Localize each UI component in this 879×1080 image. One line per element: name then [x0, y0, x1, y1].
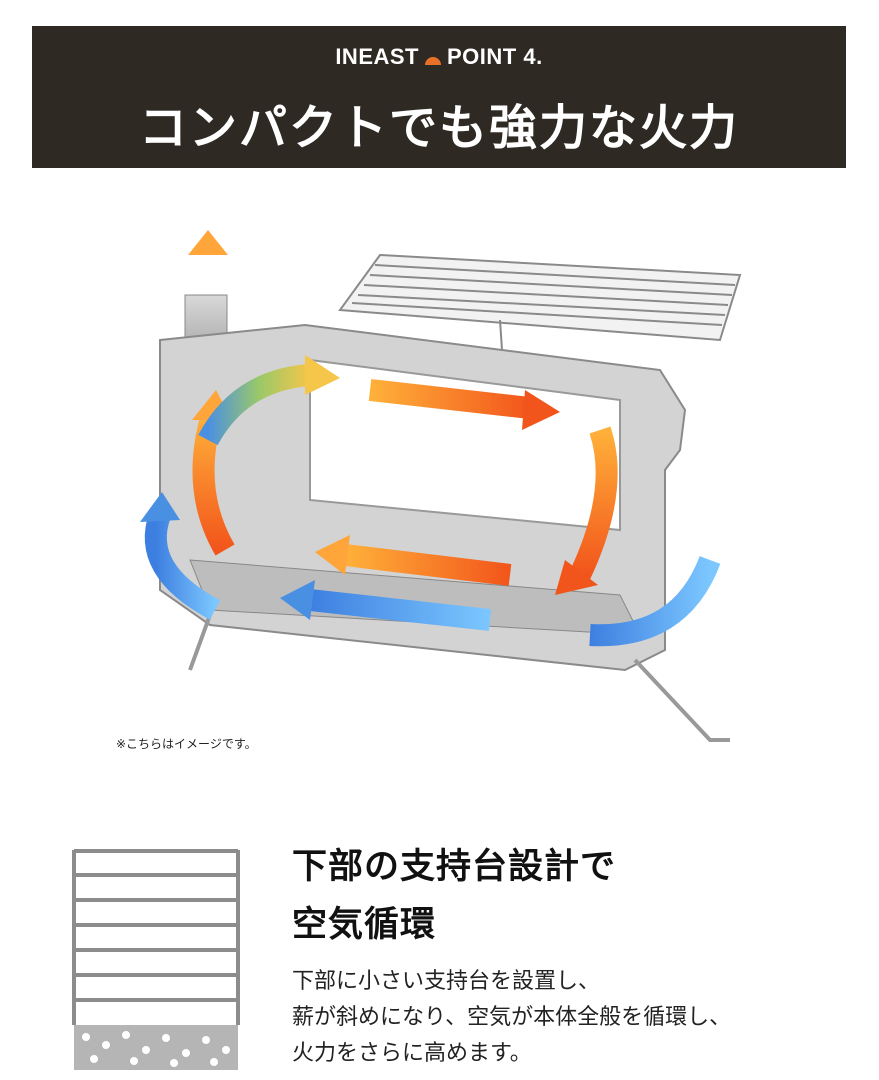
- feature-title-line-1: 下部の支持台設計で: [292, 847, 617, 887]
- feature-title-line-2: 空気循環: [292, 905, 437, 945]
- brand-row: INEAST POINT 4.: [32, 44, 846, 70]
- brand-name: INEAST: [335, 44, 419, 69]
- hot-air-flow-arrows: [188, 230, 618, 595]
- point-label: POINT 4.: [447, 44, 543, 69]
- feature-description: 下部に小さい支持台を設置し、 薪が斜めになり、空気が本体全般を循環し、 火力をさ…: [292, 964, 731, 1072]
- feature-body-line-2: 薪が斜めになり、空気が本体全般を循環し、: [292, 1005, 732, 1030]
- support-grate-photo: [70, 845, 246, 1070]
- header-banner: INEAST POINT 4. コンパクトでも強力な火力: [32, 26, 846, 168]
- feature-body-line-1: 下部に小さい支持台を設置し、: [292, 969, 601, 994]
- stove-airflow-illustration: [140, 230, 742, 742]
- image-caption: ※こちらはイメージです。: [116, 737, 257, 751]
- grill-rack: [338, 253, 742, 351]
- feature-body-line-3: 火力をさらに高めます。: [292, 1041, 532, 1066]
- stove-body: [159, 294, 730, 742]
- feature-title: 下部の支持台設計で 空気循環: [292, 838, 616, 954]
- mixed-air-flow-arrow: [198, 355, 340, 446]
- page-title: コンパクトでも強力な火力: [138, 100, 739, 156]
- cool-air-flow-arrows: [140, 492, 721, 647]
- brand-dome-icon: [425, 57, 441, 65]
